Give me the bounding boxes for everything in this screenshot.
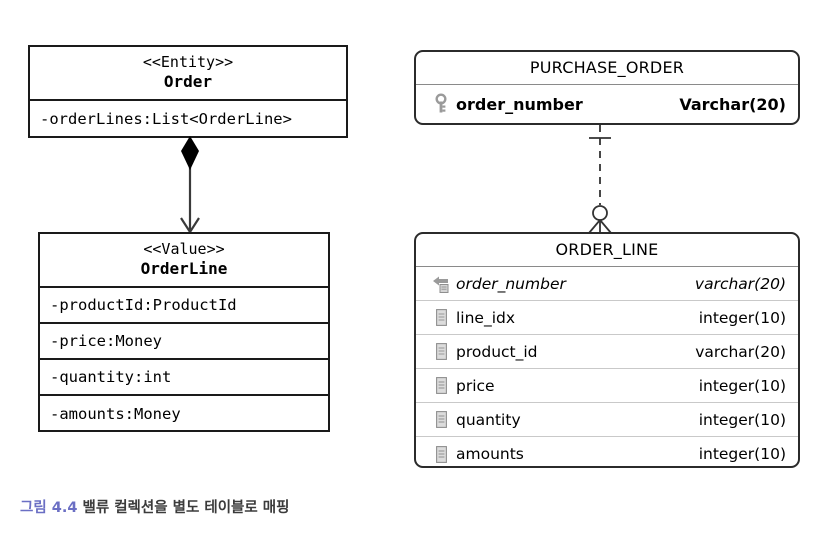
uml-class-order-name: Order xyxy=(163,71,213,91)
uml-attribute-text: -price:Money xyxy=(50,331,162,350)
key-icon xyxy=(426,93,456,114)
column-name: price xyxy=(456,376,495,395)
column-name: line_idx xyxy=(456,308,516,327)
uml-attribute-text: -orderLines:List<OrderLine> xyxy=(40,109,292,128)
figure-caption-text: 밸류 컬렉션을 별도 테이블로 매핑 xyxy=(82,500,290,516)
uml-class-order-header: <<Entity>> Order xyxy=(30,47,346,101)
uml-class-order-stereotype: <<Entity>> xyxy=(142,53,234,71)
er-table-purchase-order: PURCHASE_ORDER order_number Varchar(20) xyxy=(414,50,800,125)
table-row: quantity integer(10) xyxy=(416,403,798,437)
table-row: price integer(10) xyxy=(416,369,798,403)
column-name: order_number xyxy=(456,274,566,293)
uml-class-orderline: <<Value>> OrderLine -productId:ProductId… xyxy=(38,232,330,432)
er-table-purchase-order-title: PURCHASE_ORDER xyxy=(416,52,798,85)
zero-cardinality-icon xyxy=(592,205,608,221)
table-row: line_idx integer(10) xyxy=(416,301,798,335)
column-name: quantity xyxy=(456,410,521,429)
table-row: amounts integer(10) xyxy=(416,437,798,466)
uml-class-order: <<Entity>> Order -orderLines:List<OrderL… xyxy=(28,45,348,138)
column-type: integer(10) xyxy=(698,308,786,327)
uml-class-orderline-attribute: -amounts:Money xyxy=(40,396,328,432)
table-row: product_id varchar(20) xyxy=(416,335,798,369)
uml-class-orderline-attribute: -productId:ProductId xyxy=(40,288,328,324)
filled-diamond-icon xyxy=(181,136,199,170)
crows-foot-icon xyxy=(588,219,612,234)
column-type: integer(10) xyxy=(698,376,786,395)
figure-caption: 그림 4.4 밸류 컬렉션을 별도 테이블로 매핑 xyxy=(20,496,289,517)
column-type: integer(10) xyxy=(698,445,786,463)
er-table-order-line: ORDER_LINE order_number varchar(20) line… xyxy=(414,232,800,468)
er-table-order-line-title: ORDER_LINE xyxy=(416,234,798,267)
column-name: order_number xyxy=(456,94,583,114)
column-name: product_id xyxy=(456,342,538,361)
uml-class-order-attribute: -orderLines:List<OrderLine> xyxy=(30,101,346,137)
column-type: integer(10) xyxy=(698,410,786,429)
column-name: amounts xyxy=(456,445,524,463)
uml-class-orderline-name: OrderLine xyxy=(140,258,228,278)
column-type: Varchar(20) xyxy=(679,94,786,114)
column-icon xyxy=(426,377,456,394)
uml-composition-connector xyxy=(160,136,220,238)
table-row: order_number varchar(20) xyxy=(416,267,798,301)
uml-attribute-text: -amounts:Money xyxy=(50,404,181,423)
er-relationship-connector xyxy=(578,125,622,235)
column-type: varchar(20) xyxy=(695,342,786,361)
uml-attribute-text: -productId:ProductId xyxy=(50,295,237,314)
uml-class-orderline-header: <<Value>> OrderLine xyxy=(40,234,328,288)
uml-attribute-text: -quantity:int xyxy=(50,367,172,386)
uml-class-orderline-attribute: -quantity:int xyxy=(40,360,328,396)
uml-class-orderline-stereotype: <<Value>> xyxy=(143,240,225,258)
column-icon xyxy=(426,411,456,428)
table-row: order_number Varchar(20) xyxy=(416,85,798,123)
column-icon xyxy=(426,343,456,360)
foreign-key-icon xyxy=(426,275,456,293)
column-type: varchar(20) xyxy=(694,274,786,293)
column-icon xyxy=(426,309,456,326)
figure-number: 그림 4.4 xyxy=(20,500,78,516)
uml-class-orderline-attribute: -price:Money xyxy=(40,324,328,360)
column-icon xyxy=(426,445,456,463)
